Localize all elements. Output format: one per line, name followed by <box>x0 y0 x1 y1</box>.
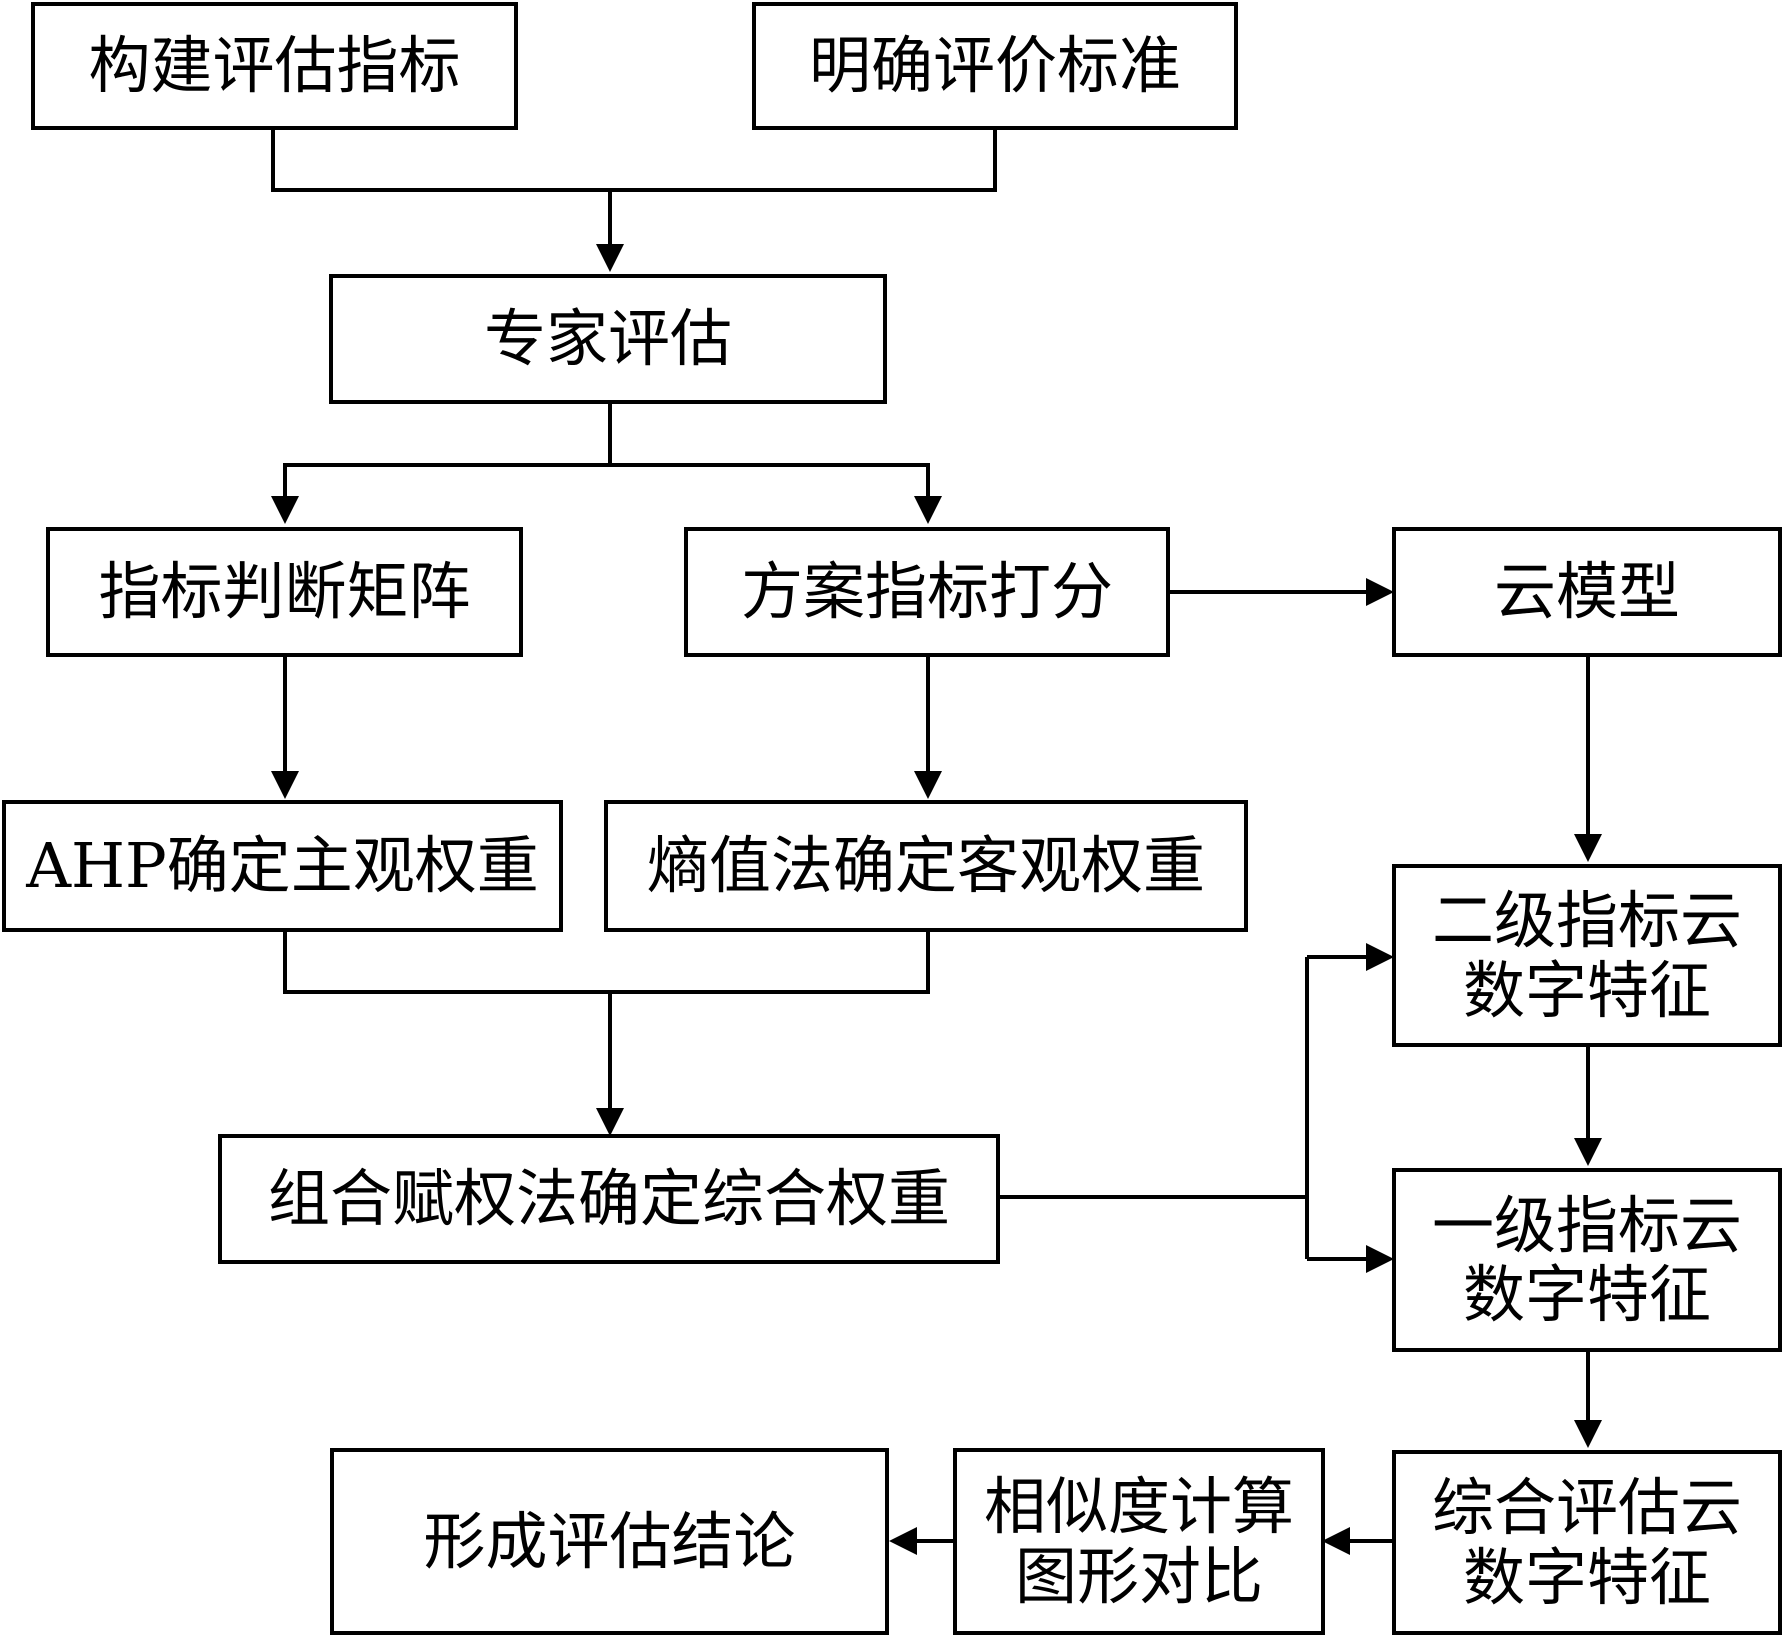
node-define-standards-label: 明确评价标准 <box>808 29 1181 103</box>
node-judgment-matrix-label: 指标判断矩阵 <box>98 555 471 629</box>
node-cloud-model-label: 云模型 <box>1493 555 1680 629</box>
connector-expert-split <box>283 404 612 498</box>
node-first-cloud-line2: 数字特征 <box>1462 1258 1711 1331</box>
node-ahp-weight-label: AHP确定主观权重 <box>26 829 539 903</box>
node-similarity-line1: 相似度计算 <box>983 1470 1294 1544</box>
node-second-cloud-line2: 数字特征 <box>1462 953 1711 1027</box>
node-first-cloud-line1: 一级指标云 <box>1431 1188 1742 1262</box>
node-form-conclusion-label: 形成评估结论 <box>423 1504 796 1578</box>
node-similarity: 相似度计算 图形对比 <box>953 1448 1325 1635</box>
node-form-conclusion: 形成评估结论 <box>330 1448 889 1635</box>
node-entropy-weight: 熵值法确定客观权重 <box>604 800 1248 932</box>
node-ahp-weight: AHP确定主观权重 <box>2 800 563 932</box>
connector-weights-merge <box>283 930 930 994</box>
node-build-indicators-label: 构建评估指标 <box>88 29 461 103</box>
node-judgment-matrix: 指标判断矩阵 <box>46 527 523 657</box>
node-second-cloud: 二级指标云 数字特征 <box>1392 864 1782 1047</box>
node-combined-weight: 组合赋权法确定综合权重 <box>218 1134 1000 1264</box>
node-similarity-line2: 图形对比 <box>1014 1539 1263 1613</box>
node-build-indicators: 构建评估指标 <box>31 2 518 130</box>
node-entropy-weight-label: 熵值法确定客观权重 <box>646 829 1205 903</box>
node-define-standards: 明确评价标准 <box>752 2 1238 130</box>
node-cloud-model: 云模型 <box>1392 527 1782 657</box>
node-scheme-scoring-label: 方案指标打分 <box>740 555 1113 629</box>
node-expert-eval-label: 专家评估 <box>483 302 732 376</box>
node-overall-cloud-line1: 综合评估云 <box>1431 1471 1742 1545</box>
node-first-cloud: 一级指标云 数字特征 <box>1392 1168 1782 1352</box>
node-combined-weight-label: 组合赋权法确定综合权重 <box>267 1162 950 1236</box>
node-scheme-scoring: 方案指标打分 <box>684 527 1170 657</box>
node-second-cloud-line1: 二级指标云 <box>1431 884 1742 958</box>
connector-build-to-merge <box>271 128 997 192</box>
node-expert-eval: 专家评估 <box>329 274 887 404</box>
node-overall-cloud-line2: 数字特征 <box>1462 1540 1711 1614</box>
node-overall-cloud: 综合评估云 数字特征 <box>1392 1450 1782 1635</box>
